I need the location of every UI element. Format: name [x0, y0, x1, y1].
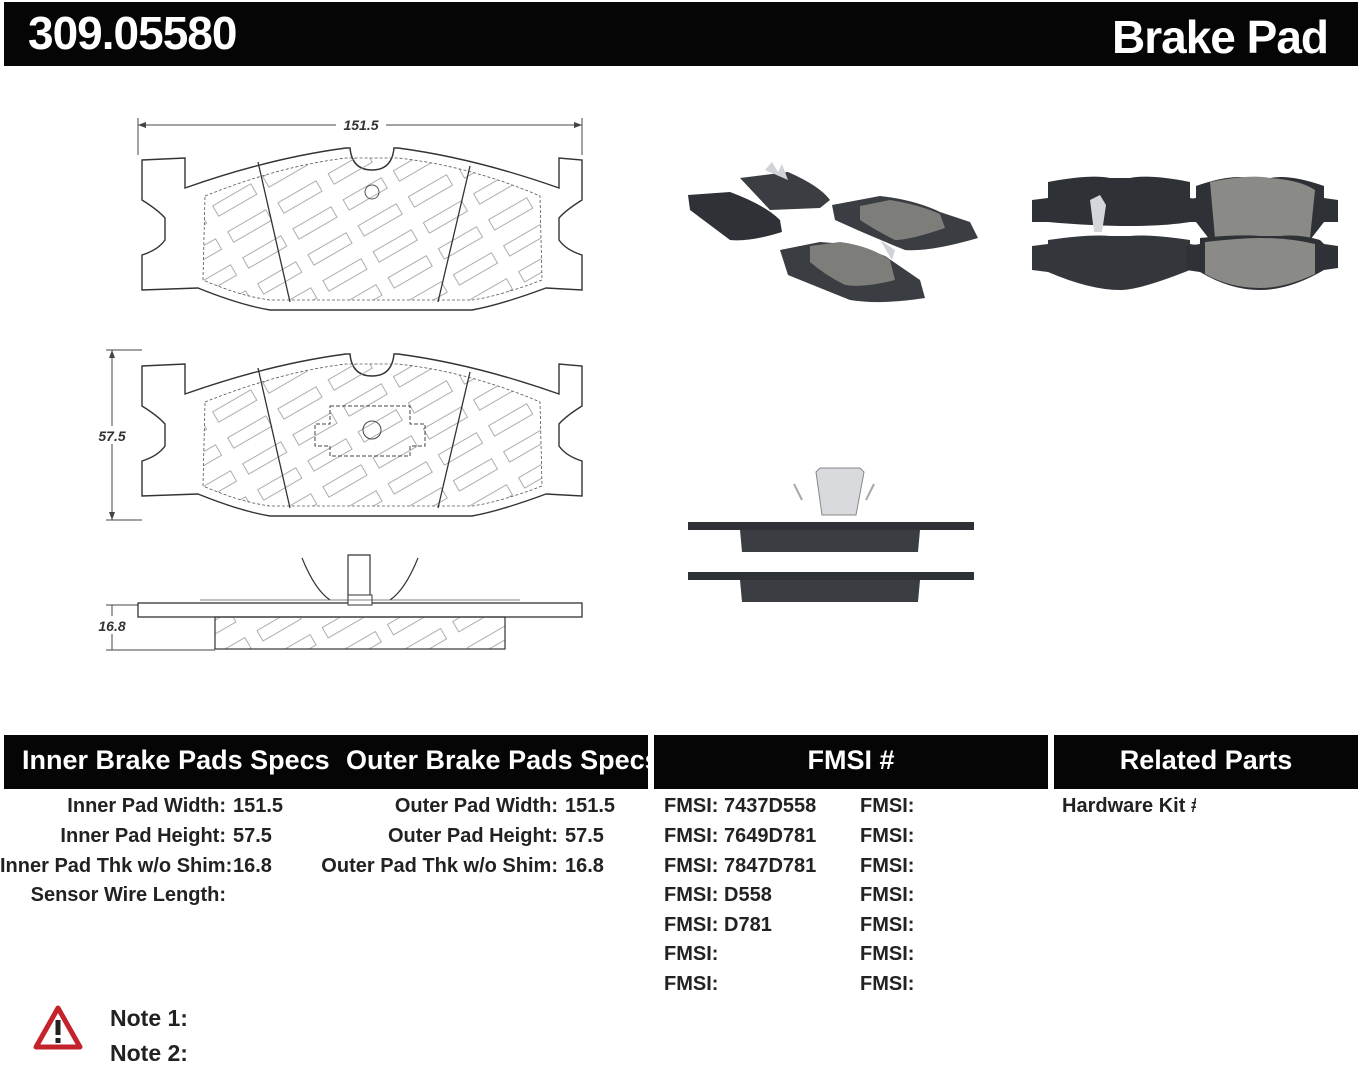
note-1: Note 1: [110, 1005, 188, 1031]
inner-spec-label: Inner Pad Width: [67, 795, 226, 817]
fmsi-value: 7847D781 [724, 855, 817, 877]
thickness-label: 16.8 [98, 618, 125, 634]
pad-side-profile-photo [688, 467, 974, 602]
inner-spec-value: 16.8 [233, 855, 272, 877]
fmsi-label-col2: FMSI: [860, 825, 915, 847]
outer-spec-label: Outer Pad Width: [394, 795, 558, 817]
fmsi-value: D781 [724, 914, 772, 936]
inner-specs-title: Inner Brake Pads Specs [22, 745, 330, 775]
fmsi-label-col2: FMSI: [860, 914, 915, 936]
fmsi-label: FMSI: [664, 884, 719, 906]
inner-spec-label: Inner Pad Height: [60, 825, 226, 847]
outer-specs-title: Outer Brake Pads Specs [346, 745, 660, 775]
pad-drawing-middle [141, 353, 583, 517]
fmsi-label-col2: FMSI: [860, 973, 915, 995]
fmsi-label-col2: FMSI: [860, 884, 915, 906]
technical-drawings: 151.5 57.5 16.8 [90, 115, 583, 651]
fmsi-value: D558 [724, 884, 772, 906]
hardware-kit-label: Hardware Kit #: [1062, 795, 1196, 817]
fmsi-value: 7437D558 [724, 795, 817, 817]
fmsi-label: FMSI: [664, 943, 719, 965]
outer-spec-value: 151.5 [565, 795, 616, 817]
pad-drawing-top [141, 147, 583, 311]
fmsi-label: FMSI: [664, 855, 719, 877]
outer-spec-value: 57.5 [565, 825, 604, 847]
inner-spec-value: 57.5 [233, 825, 272, 847]
pad-set-front-photo [1032, 176, 1338, 290]
fmsi-label: FMSI: [664, 914, 719, 936]
product-photos [688, 162, 1338, 602]
fmsi-label-col2: FMSI: [860, 795, 915, 817]
height-dimension: 57.5 [90, 349, 142, 521]
fmsi-label: FMSI: [664, 795, 719, 817]
outer-spec-value: 16.8 [565, 855, 604, 877]
fmsi-label: FMSI: [664, 973, 719, 995]
doc-type-title: Brake Pad [1111, 11, 1329, 63]
width-label: 151.5 [343, 117, 378, 133]
outer-spec-label: Outer Pad Thk w/o Shim: [321, 855, 558, 877]
warning-triangle-icon [33, 1005, 83, 1050]
fmsi-header: FMSI # [654, 735, 1048, 789]
specs-header: Inner Brake Pads Specs Outer Brake Pads … [4, 735, 660, 789]
pad-drawing-side [137, 554, 583, 650]
related-title: Related Parts [1119, 745, 1293, 775]
related-header: Related Parts [1054, 735, 1358, 789]
title-bar: 309.05580 Brake Pad [4, 2, 1358, 66]
pad-set-isometric-photo [688, 162, 978, 303]
fmsi-title: FMSI # [807, 745, 895, 775]
thickness-dimension: 16.8 [90, 604, 215, 651]
width-dimension: 151.5 [137, 115, 583, 155]
inner-spec-value: 151.5 [233, 795, 284, 817]
fmsi-label-col2: FMSI: [860, 855, 915, 877]
inner-spec-label: Sensor Wire Length: [30, 884, 226, 906]
outer-spec-label: Outer Pad Height: [387, 825, 558, 847]
note-2: Note 2: [110, 1040, 188, 1066]
inner-spec-label: Inner Pad Thk w/o Shim: [0, 855, 233, 877]
height-label: 57.5 [98, 428, 125, 444]
fmsi-label: FMSI: [664, 825, 719, 847]
fmsi-value: 7649D781 [724, 825, 817, 847]
fmsi-label-col2: FMSI: [860, 943, 915, 965]
part-number: 309.05580 [28, 7, 237, 59]
